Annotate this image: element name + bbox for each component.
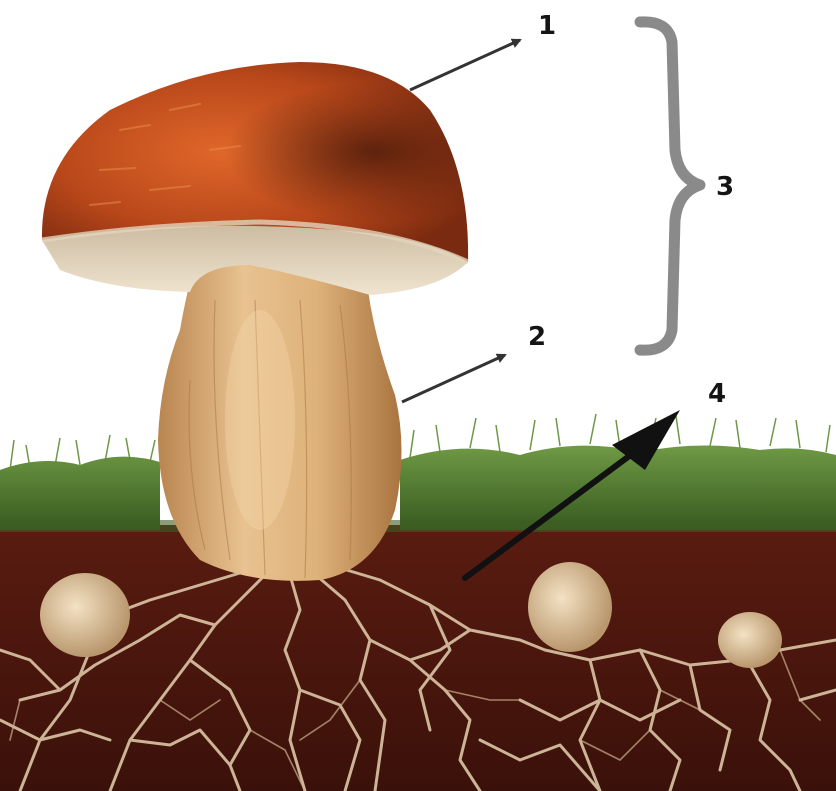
stem-highlight	[225, 310, 295, 530]
label-4-mycelium: 4	[708, 379, 726, 409]
label-1-cap: 1	[538, 11, 556, 41]
label-2-stem: 2	[528, 322, 546, 352]
arrow-to-stem	[402, 355, 505, 402]
arrow-to-cap	[410, 40, 520, 90]
primordium-left	[40, 573, 130, 657]
grass-soil-edge	[0, 520, 836, 532]
grass-layer	[0, 445, 836, 530]
fruiting-body-bracket	[640, 22, 700, 350]
primordium-middle	[528, 562, 612, 652]
label-3-fruiting-body: 3	[716, 172, 734, 202]
primordium-right	[718, 612, 782, 668]
